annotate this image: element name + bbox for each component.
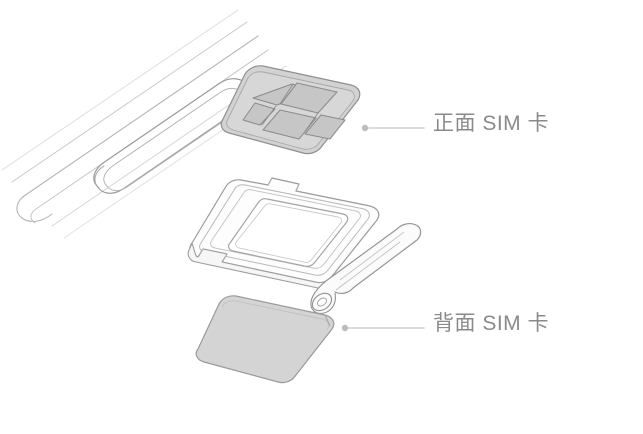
front-sim-card: [220, 65, 361, 155]
back-sim-card: [195, 295, 335, 384]
sim-tray: [187, 177, 422, 315]
callout-label-back-sim: 背面 SIM 卡: [433, 312, 550, 335]
callout-label-front-sim: 正面 SIM 卡: [433, 112, 550, 135]
sim-slot-opening: [93, 78, 251, 194]
callout-leader-back: [341, 324, 425, 332]
tray-edge-bar: [310, 223, 422, 315]
callout-leader-front: [361, 124, 425, 132]
sim-contact-pads: [242, 82, 346, 140]
